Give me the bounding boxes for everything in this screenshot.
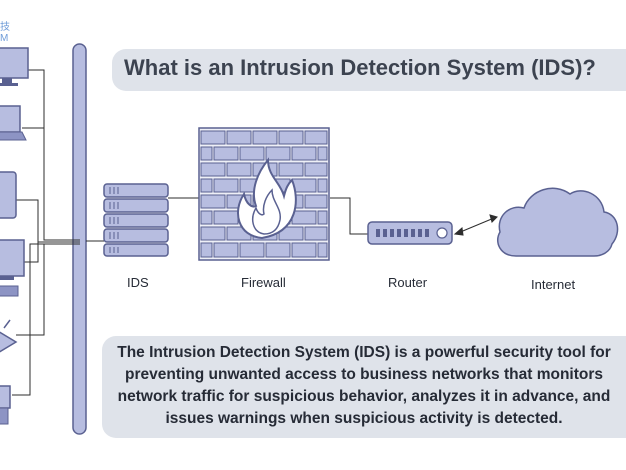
printer-icon bbox=[0, 385, 11, 425]
router-label: Router bbox=[388, 275, 428, 290]
description-panel: The Intrusion Detection System (IDS) is … bbox=[102, 336, 626, 438]
description-line: network traffic for suspicious behavior,… bbox=[117, 388, 611, 405]
logo-line: 技 bbox=[0, 22, 10, 33]
cloud-icon bbox=[496, 187, 619, 257]
flame-icon bbox=[237, 157, 297, 240]
ids-server-icon bbox=[103, 183, 169, 257]
description-line: The Intrusion Detection System (IDS) is … bbox=[117, 344, 611, 361]
access-point-icon bbox=[0, 319, 18, 353]
laptop-icon bbox=[0, 105, 27, 141]
router-icon bbox=[367, 221, 453, 245]
logo-line: M bbox=[0, 33, 9, 44]
description-line: issues warnings when suspicious activity… bbox=[165, 410, 563, 427]
firewall-label: Firewall bbox=[241, 275, 286, 290]
internet-label: Internet bbox=[531, 277, 576, 292]
monitor-icon bbox=[0, 47, 29, 86]
logo: 技 M bbox=[0, 22, 10, 44]
description-line: preventing unwanted access to business n… bbox=[124, 366, 604, 383]
tablet-icon bbox=[0, 171, 17, 219]
title-panel: What is an Intrusion Detection System (I… bbox=[112, 49, 626, 91]
ids-label: IDS bbox=[127, 275, 149, 290]
connection-lines bbox=[12, 69, 368, 396]
router-internet-arrow bbox=[453, 214, 498, 236]
network-backbone bbox=[72, 43, 87, 435]
monitor-icon bbox=[0, 239, 25, 297]
page-title: What is an Intrusion Detection System (I… bbox=[124, 55, 596, 80]
